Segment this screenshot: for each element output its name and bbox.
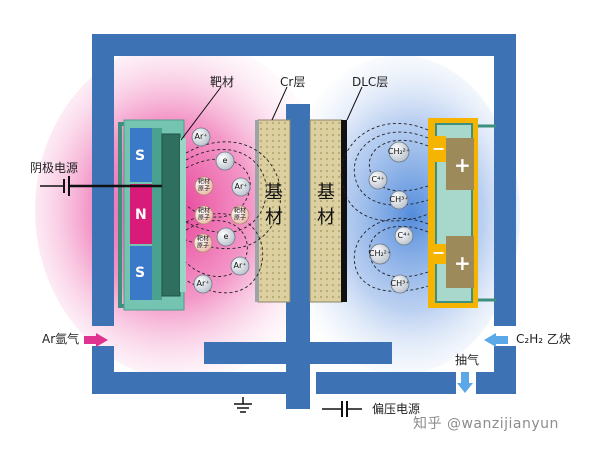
ar-gas-label: Ar氩气 (42, 332, 80, 346)
anode-plus-bottom (446, 236, 474, 288)
ions-left (191, 127, 251, 294)
electron-1: e (222, 156, 228, 165)
watermark: 知乎 @wanzijianyun (413, 416, 559, 432)
magnet-s-top-label: S (135, 148, 146, 164)
bias-power-label: 偏压电源 (372, 402, 421, 416)
ion-ch2-2: CH₂²⁺ (368, 249, 392, 258)
dlc-pointer (346, 86, 363, 121)
anode-plus-top-label: + (454, 153, 471, 177)
vacuum-chamber (92, 34, 516, 409)
ion-c-1: C⁴⁺ (371, 175, 385, 184)
ion-ch-1: CH³⁺ (389, 195, 409, 204)
ion-ar-2: Ar⁺ (234, 182, 248, 191)
ions-right (368, 141, 414, 294)
cathode-power-label: 阴极电源 (30, 161, 79, 175)
target-atom-3: 靶材原子 (233, 207, 246, 221)
ion-ar-4: Ar⁺ (196, 279, 210, 288)
magnet-n (130, 184, 152, 244)
ion-c-2: C⁴⁺ (397, 231, 411, 240)
ion-ch-2: CH³⁺ (390, 279, 410, 288)
ion-ar-3: Ar⁺ (233, 261, 247, 270)
dlc-layer (341, 120, 347, 302)
electron-2: e (223, 232, 229, 241)
bias-capacitor-icon (322, 401, 362, 417)
ar-gas-arrow (84, 336, 98, 344)
ion-ar-1: Ar⁺ (194, 132, 208, 141)
anode-plus-bottom-label: + (454, 251, 471, 275)
cr-layer (255, 120, 259, 302)
backing-plate (152, 128, 162, 300)
substrate-right-char2: 材 (317, 207, 335, 228)
magnet-s-top (130, 128, 152, 182)
magnet-n-label: N (135, 207, 147, 223)
substrate-left-char1: 基 (265, 182, 283, 203)
ground-icon (234, 397, 252, 413)
ion-ch2-1: CH₂²⁺ (387, 147, 411, 156)
magnet-s-bottom (130, 246, 152, 300)
cr-layer-label: Cr层 (280, 75, 306, 89)
target-pointer (180, 86, 222, 141)
substrate-right (309, 119, 343, 303)
cr-pointer (271, 86, 288, 121)
acetylene-label: C₂H₂ 乙炔 (516, 332, 571, 346)
exhaust-label: 抽气 (455, 353, 480, 367)
anode-minus-bottom: − (432, 243, 446, 262)
target-atom-4: 靶材原子 (196, 235, 209, 249)
target-atom-1: 靶材原子 (197, 178, 210, 192)
magnet-s-bottom-label: S (135, 265, 146, 281)
substrate-right-char1: 基 (317, 182, 335, 203)
anode-plus-top (446, 138, 474, 190)
substrate-left-char2: 材 (265, 207, 283, 228)
target-label: 靶材 (210, 75, 235, 89)
anode-minus-top: − (432, 139, 446, 158)
acetylene-arrow (494, 336, 508, 344)
target-atom-2: 靶材原子 (197, 207, 210, 221)
target-plate (161, 133, 181, 297)
exhaust-arrow (457, 383, 473, 393)
dlc-layer-label: DLC层 (352, 75, 389, 89)
target-surface (180, 138, 186, 292)
